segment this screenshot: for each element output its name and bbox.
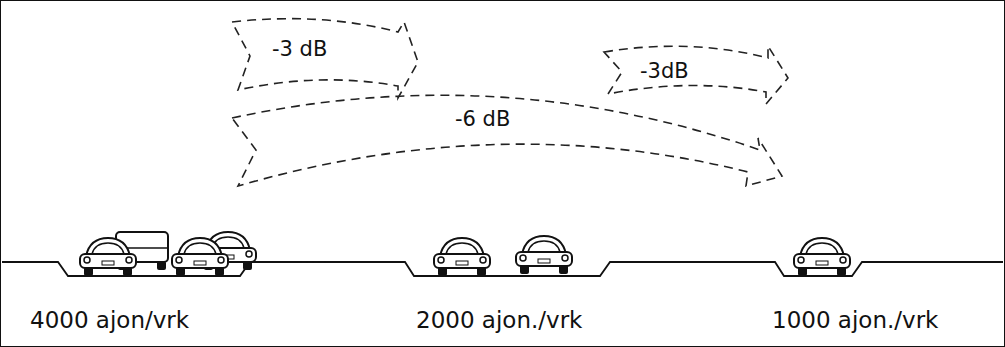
- cars-light-road: [794, 238, 850, 276]
- attenuation-label: -3dB: [640, 60, 689, 83]
- attenuation-arrow: [232, 19, 418, 98]
- traffic-volume-label: 2000 ajon./vrk: [416, 308, 582, 333]
- ground-line: [2, 262, 1003, 276]
- attenuation-arrow: [232, 95, 782, 186]
- attenuation-label: -3 dB: [272, 38, 327, 61]
- attenuation-arrow: [604, 46, 788, 104]
- traffic-volume-label: 1000 ajon./vrk: [772, 308, 938, 333]
- ground-gap: [300, 261, 330, 263]
- cars-medium-road: [434, 236, 572, 276]
- attenuation-label: -6 dB: [455, 108, 510, 131]
- traffic-volume-label: 4000 ajon/vrk: [30, 308, 189, 333]
- cars-heavy-road: [80, 232, 256, 276]
